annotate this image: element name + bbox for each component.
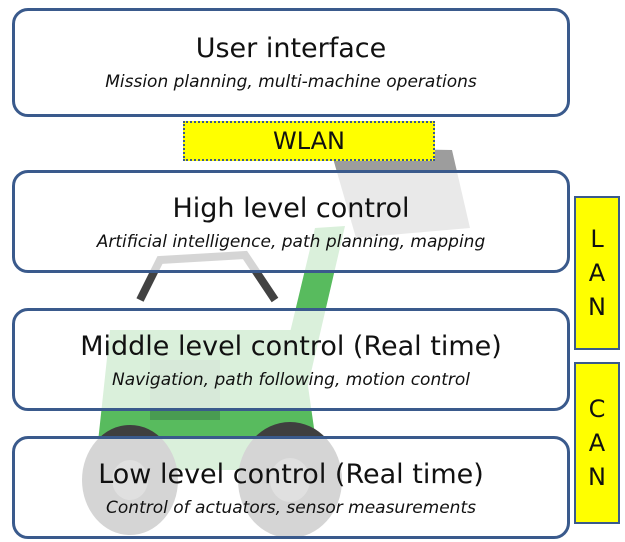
can-letter: A: [588, 429, 606, 457]
layer-subtitle: Navigation, path following, motion contr…: [111, 370, 470, 390]
layer-subtitle: Mission planning, multi-machine operatio…: [105, 72, 477, 92]
lan-letter: A: [588, 259, 606, 287]
lan-letter: L: [590, 225, 604, 253]
user-interface-layer: User interface Mission planning, multi-m…: [12, 8, 570, 117]
layer-subtitle: Control of actuators, sensor measurement…: [106, 498, 476, 518]
can-link: C A N: [574, 362, 620, 524]
lan-letter: N: [588, 293, 606, 321]
can-letter: C: [588, 395, 606, 423]
can-letter: N: [588, 463, 606, 491]
wlan-link: WLAN: [183, 121, 435, 161]
layer-title: High level control: [172, 193, 410, 224]
low-level-control-layer: Low level control (Real time) Control of…: [12, 436, 570, 539]
layer-title: Low level control (Real time): [98, 459, 484, 490]
lan-link: L A N: [574, 196, 620, 350]
middle-level-control-layer: Middle level control (Real time) Navigat…: [12, 308, 570, 411]
layer-subtitle: Artificial intelligence, path planning, …: [96, 232, 486, 252]
high-level-control-layer: High level control Artificial intelligen…: [12, 170, 570, 273]
wlan-label: WLAN: [272, 127, 346, 155]
layer-title: Middle level control (Real time): [80, 331, 502, 362]
layer-title: User interface: [195, 33, 387, 64]
